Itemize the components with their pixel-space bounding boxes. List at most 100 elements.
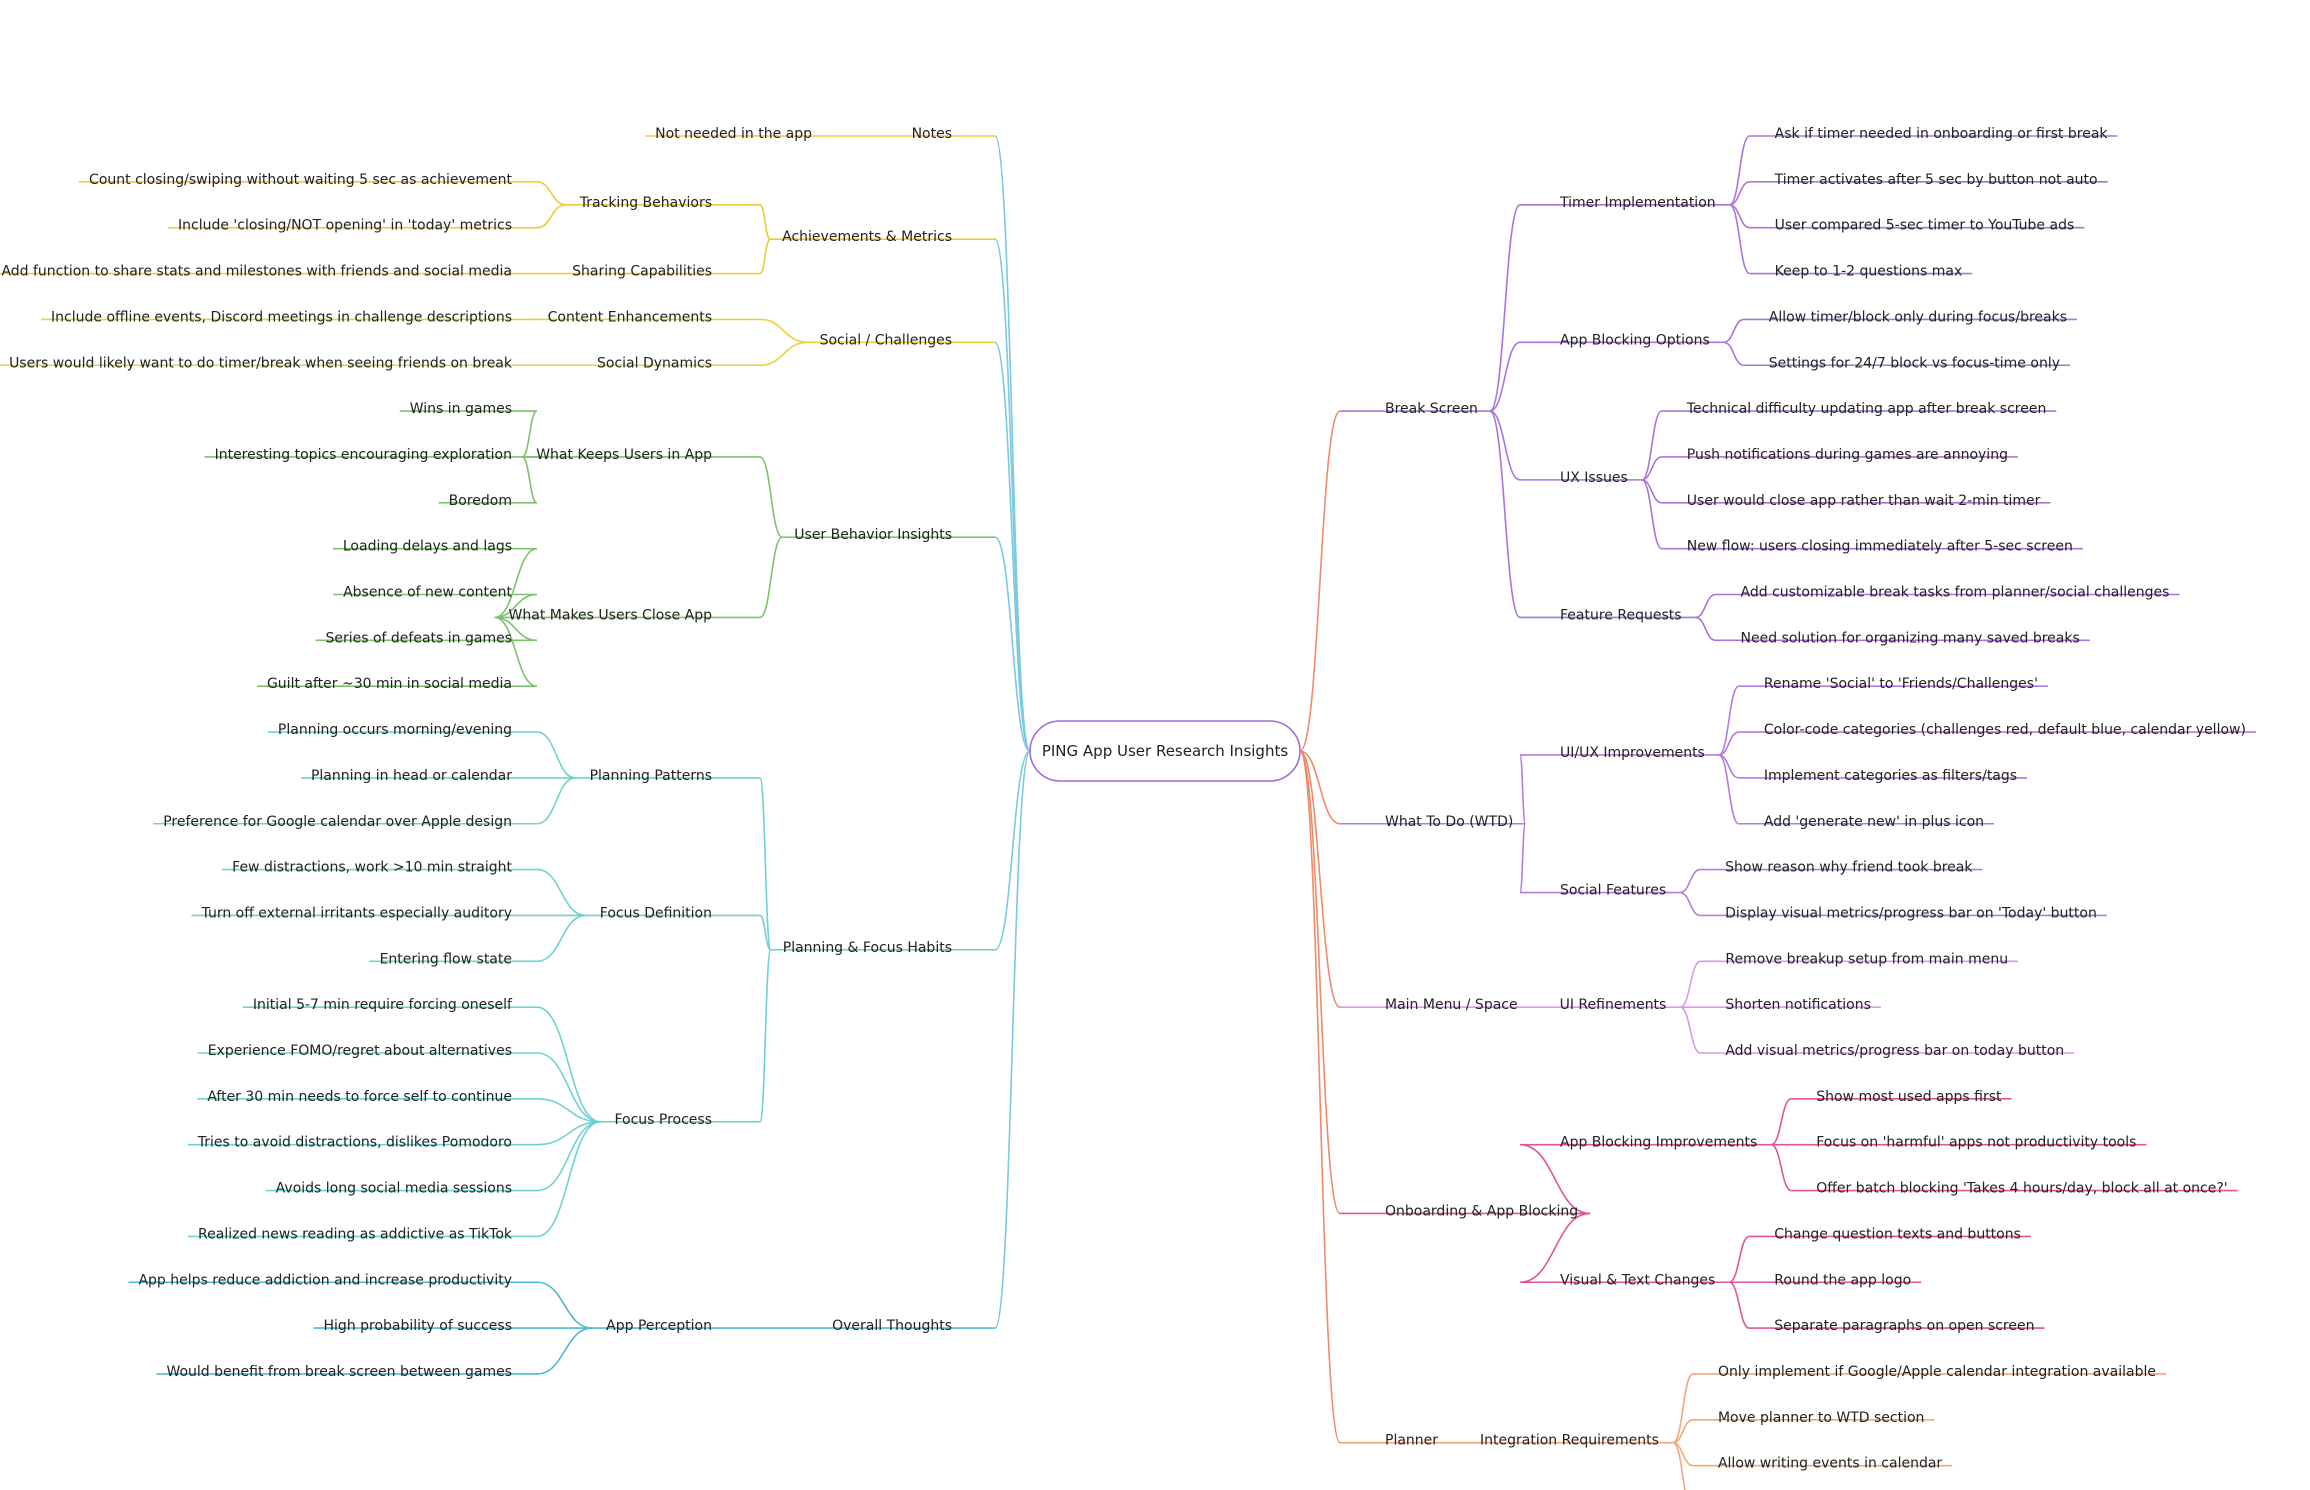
leaf-entering-flow-state[interactable]: Entering flow state <box>380 951 512 967</box>
node-timer-implementation[interactable]: Timer Implementation <box>1559 195 1716 211</box>
leaf-shorten-notifications[interactable]: Shorten notifications <box>1725 997 1871 1013</box>
leaf-change-question-texts-and-buttons[interactable]: Change question texts and buttons <box>1774 1226 2021 1242</box>
leaf-count-closing-swiping-without-waiting-5--label: Count closing/swiping without waiting 5 … <box>89 172 512 188</box>
leaf-planning-in-head-or-calendar[interactable]: Planning in head or calendar <box>311 768 512 784</box>
leaf-separate-paragraphs-on-open-screen[interactable]: Separate paragraphs on open screen <box>1774 1318 2034 1334</box>
leaf-high-probability-of-success-label: High probability of success <box>324 1318 512 1334</box>
branch-user-behavior-insights[interactable]: User Behavior Insights <box>794 527 952 543</box>
leaf-few-distractions-work-10-min-straight[interactable]: Few distractions, work >10 min straight <box>232 860 512 876</box>
leaf-users-would-likely-want-to-do-timer-brea[interactable]: Users would likely want to do timer/brea… <box>9 355 513 371</box>
node-app-perception[interactable]: App Perception <box>606 1318 712 1334</box>
leaf-need-solution-for-organizing-many-saved--connector <box>1695 616 1716 642</box>
branch-what-to-do-wtd[interactable]: What To Do (WTD) <box>1385 814 1513 830</box>
leaf-color-code-categories-challenges-red-def[interactable]: Color-code categories (challenges red, d… <box>1764 722 2246 738</box>
leaf-new-flow-users-closing-immediately-after[interactable]: New flow: users closing immediately afte… <box>1687 539 2073 555</box>
leaf-allow-timer-block-only-during-focus-brea[interactable]: Allow timer/block only during focus/brea… <box>1769 309 2067 325</box>
leaf-technical-difficulty-updating-app-after-[interactable]: Technical difficulty updating app after … <box>1686 401 2047 417</box>
leaf-push-notifications-during-games-are-anno-connector <box>1641 456 1662 481</box>
leaf-avoids-long-social-media-sessions[interactable]: Avoids long social media sessions <box>276 1181 512 1197</box>
leaf-interesting-topics-encouraging-explorati[interactable]: Interesting topics encouraging explorati… <box>215 447 512 463</box>
node-what-makes-users-close-app[interactable]: What Makes Users Close App <box>509 607 713 623</box>
leaf-keep-to-1-2-questions-max[interactable]: Keep to 1-2 questions max <box>1775 264 1963 280</box>
branch-onboarding-app-blocking[interactable]: Onboarding & App Blocking <box>1385 1203 1578 1219</box>
branch-social-challenges[interactable]: Social / Challenges <box>820 332 952 348</box>
leaf-tries-to-avoid-distractions-dislikes-pom[interactable]: Tries to avoid distractions, dislikes Po… <box>197 1135 512 1151</box>
node-focus-definition[interactable]: Focus Definition <box>600 905 712 921</box>
leaf-add-customizable-break-tasks-from-planne[interactable]: Add customizable break tasks from planne… <box>1741 585 2170 601</box>
branch-overall-thoughts[interactable]: Overall Thoughts <box>832 1318 952 1334</box>
leaf-add-visual-metrics-progress-bar-on-today[interactable]: Add visual metrics/progress bar on today… <box>1725 1043 2064 1059</box>
leaf-include-closing-not-opening-in-today-met[interactable]: Include 'closing/NOT opening' in 'today'… <box>178 218 512 234</box>
branch-break-screen[interactable]: Break Screen <box>1385 401 1478 417</box>
leaf-realized-news-reading-as-addictive-as-ti[interactable]: Realized news reading as addictive as Ti… <box>198 1226 513 1242</box>
leaf-high-probability-of-success[interactable]: High probability of success <box>324 1318 512 1334</box>
leaf-allow-writing-events-in-calendar[interactable]: Allow writing events in calendar <box>1718 1456 1942 1472</box>
root-node-pill <box>1029 720 1301 782</box>
node-tracking-behaviors[interactable]: Tracking Behaviors <box>579 195 712 211</box>
node-what-keeps-users-in-app[interactable]: What Keeps Users in App <box>536 447 712 463</box>
root-node[interactable]: PING App User Research Insights <box>1029 720 1301 782</box>
leaf-keep-to-1-2-questions-max-connector <box>1729 203 1751 275</box>
node-social-features[interactable]: Social Features <box>1560 883 1666 899</box>
leaf-add-function-to-share-stats-and-mileston[interactable]: Add function to share stats and mileston… <box>1 264 512 280</box>
leaf-implement-categories-as-filters-tags[interactable]: Implement categories as filters/tags <box>1764 768 2017 784</box>
branch-main-menu-space[interactable]: Main Menu / Space <box>1385 997 1518 1013</box>
leaf-need-solution-for-organizing-many-saved-[interactable]: Need solution for organizing many saved … <box>1741 630 2080 646</box>
node-app-blocking-options[interactable]: App Blocking Options <box>1560 332 1710 348</box>
leaf-initial-5-7-min-require-forcing-oneself[interactable]: Initial 5-7 min require forcing oneself <box>253 997 513 1013</box>
leaf-planning-occurs-morning-evening[interactable]: Planning occurs morning/evening <box>278 722 512 738</box>
node-feature-requests[interactable]: Feature Requests <box>1560 607 1682 623</box>
node-content-enhancements[interactable]: Content Enhancements <box>548 309 712 325</box>
node-ui-ux-improvements[interactable]: UI/UX Improvements <box>1560 745 1705 761</box>
leaf-tries-to-avoid-distractions-dislikes-pom-connector <box>536 1120 601 1146</box>
leaf-display-visual-metrics-progress-bar-on-t[interactable]: Display visual metrics/progress bar on '… <box>1725 905 2097 921</box>
leaf-series-of-defeats-in-games[interactable]: Series of defeats in games <box>325 630 512 646</box>
leaf-wins-in-games[interactable]: Wins in games <box>410 401 512 417</box>
node-ui-refinements[interactable]: UI Refinements <box>1560 997 1667 1013</box>
branch-achievements-metrics[interactable]: Achievements & Metrics <box>782 229 952 245</box>
leaf-push-notifications-during-games-are-anno[interactable]: Push notifications during games are anno… <box>1687 447 2008 463</box>
node-integration-requirements[interactable]: Integration Requirements <box>1480 1433 1659 1449</box>
node-visual-text-changes[interactable]: Visual & Text Changes <box>1560 1272 1715 1288</box>
leaf-after-30-min-needs-to-force-self-to-cont[interactable]: After 30 min needs to force self to cont… <box>207 1089 512 1105</box>
node-social-dynamics[interactable]: Social Dynamics <box>597 355 712 371</box>
leaf-settings-for-24-7-block-vs-focus-time-on[interactable]: Settings for 24/7 block vs focus-time on… <box>1769 355 2060 371</box>
node-ux-issues[interactable]: UX Issues <box>1560 470 1628 486</box>
leaf-loading-delays-and-lags[interactable]: Loading delays and lags <box>343 539 512 555</box>
leaf-boredom[interactable]: Boredom <box>449 493 512 509</box>
leaf-timer-activates-after-5-sec-by-button-no[interactable]: Timer activates after 5 sec by button no… <box>1774 172 2098 188</box>
leaf-app-helps-reduce-addiction-and-increase-[interactable]: App helps reduce addiction and increase … <box>138 1272 512 1288</box>
node-app-blocking-improvements[interactable]: App Blocking Improvements <box>1560 1135 1757 1151</box>
leaf-turn-off-external-irritants-especially-a[interactable]: Turn off external irritants especially a… <box>201 905 512 921</box>
leaf-count-closing-swiping-without-waiting-5-[interactable]: Count closing/swiping without waiting 5 … <box>89 172 512 188</box>
branch-social-challenges-label: Social / Challenges <box>820 332 952 348</box>
leaf-ask-if-timer-needed-in-onboarding-or-fir[interactable]: Ask if timer needed in onboarding or fir… <box>1775 126 2109 142</box>
branch-planning-focus-habits[interactable]: Planning & Focus Habits <box>783 940 952 956</box>
leaf-would-benefit-from-break-screen-between-[interactable]: Would benefit from break screen between … <box>166 1364 512 1380</box>
leaf-focus-on-harmful-apps-not-productivity-t[interactable]: Focus on 'harmful' apps not productivity… <box>1816 1135 2136 1151</box>
leaf-round-the-app-logo[interactable]: Round the app logo <box>1774 1272 1911 1288</box>
leaf-preference-for-google-calendar-over-appl[interactable]: Preference for Google calendar over Appl… <box>163 814 512 830</box>
node-sharing-capabilities[interactable]: Sharing Capabilities <box>572 264 712 280</box>
branch-onboarding-app-blocking-label: Onboarding & App Blocking <box>1385 1203 1578 1219</box>
leaf-show-reason-why-friend-took-break[interactable]: Show reason why friend took break <box>1725 860 1973 876</box>
leaf-move-planner-to-wtd-section[interactable]: Move planner to WTD section <box>1718 1410 1924 1426</box>
leaf-only-implement-if-google-apple-calendar-[interactable]: Only implement if Google/Apple calendar … <box>1718 1364 2156 1380</box>
leaf-offer-batch-blocking-takes-4-hours-day-b[interactable]: Offer batch blocking 'Takes 4 hours/day,… <box>1816 1181 2227 1197</box>
leaf-remove-breakup-setup-from-main-menu[interactable]: Remove breakup setup from main menu <box>1725 951 2008 967</box>
node-planning-patterns[interactable]: Planning Patterns <box>590 768 712 784</box>
leaf-guilt-after-30-min-in-social-media[interactable]: Guilt after ~30 min in social media <box>267 676 512 692</box>
leaf-experience-fomo-regret-about-alternative[interactable]: Experience FOMO/regret about alternative… <box>208 1043 512 1059</box>
leaf-rename-social-to-friends-challenges[interactable]: Rename 'Social' to 'Friends/Challenges' <box>1764 676 2038 692</box>
branch-planner[interactable]: Planner <box>1385 1433 1438 1449</box>
leaf-add-generate-new-in-plus-icon[interactable]: Add 'generate new' in plus icon <box>1764 814 1984 830</box>
leaf-user-compared-5-sec-timer-to-youtube-ads[interactable]: User compared 5-sec timer to YouTube ads <box>1775 218 2075 234</box>
leaf-user-would-close-app-rather-than-wait-2-[interactable]: User would close app rather than wait 2-… <box>1687 493 2041 509</box>
node-not-needed-in-the-app[interactable]: Not needed in the app <box>655 126 812 142</box>
node-focus-process[interactable]: Focus Process <box>614 1112 712 1128</box>
branch-notes[interactable]: Notes <box>912 126 952 142</box>
leaf-settings-for-24-7-block-vs-focus-time-on-connector <box>1723 341 1744 367</box>
leaf-include-offline-events-discord-meetings-[interactable]: Include offline events, Discord meetings… <box>51 309 512 325</box>
leaf-absence-of-new-content[interactable]: Absence of new content <box>343 585 512 601</box>
leaf-show-most-used-apps-first[interactable]: Show most used apps first <box>1816 1089 2002 1105</box>
